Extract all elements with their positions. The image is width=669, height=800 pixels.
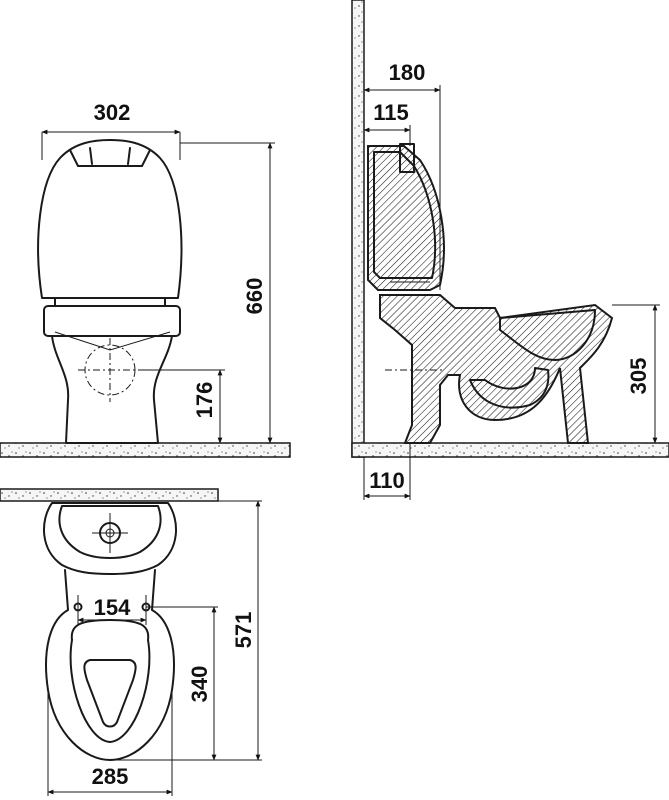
bowl-rim-front [43,305,181,337]
dim-bolt-spacing: 154 [94,595,131,620]
tank-top [42,502,178,575]
bowl-section [379,294,614,444]
dim-width-top: 285 [92,764,129,789]
wall [351,0,365,458]
floor-slab-front [0,442,291,458]
side-view: 180 115 305 110 [351,0,669,500]
dim-bowl-height: 305 [626,358,651,395]
dim-height-front: 660 [242,278,267,315]
tank-top-inner [58,505,162,559]
lid-groove [127,147,131,165]
pedestal-front [51,335,173,444]
tank-section [367,145,445,291]
dim-width-front: 302 [94,100,131,125]
seat-edge [54,331,171,351]
dim-total-length: 571 [231,612,256,649]
trap-cavity [469,367,550,409]
seat-top [69,619,151,743]
flush-button [399,143,415,173]
tank-base-front [54,297,166,307]
lid-groove [89,147,93,165]
front-view: 302 660 176 [0,100,291,458]
top-view: 154 340 571 285 [0,488,262,796]
tank-lid-front [69,149,151,167]
wall-top-view [0,488,219,502]
dim-tank-inner: 115 [373,100,409,125]
tank-front [37,139,183,299]
floor-slab-side [351,442,669,458]
dim-bowl-length: 340 [187,666,212,703]
dim-top-depth: 180 [389,60,426,85]
bowl-opening-top [83,659,137,728]
bowl-cavity [499,309,596,361]
dim-wall-offset: 110 [369,468,405,493]
dim-drain-height: 176 [192,382,217,419]
